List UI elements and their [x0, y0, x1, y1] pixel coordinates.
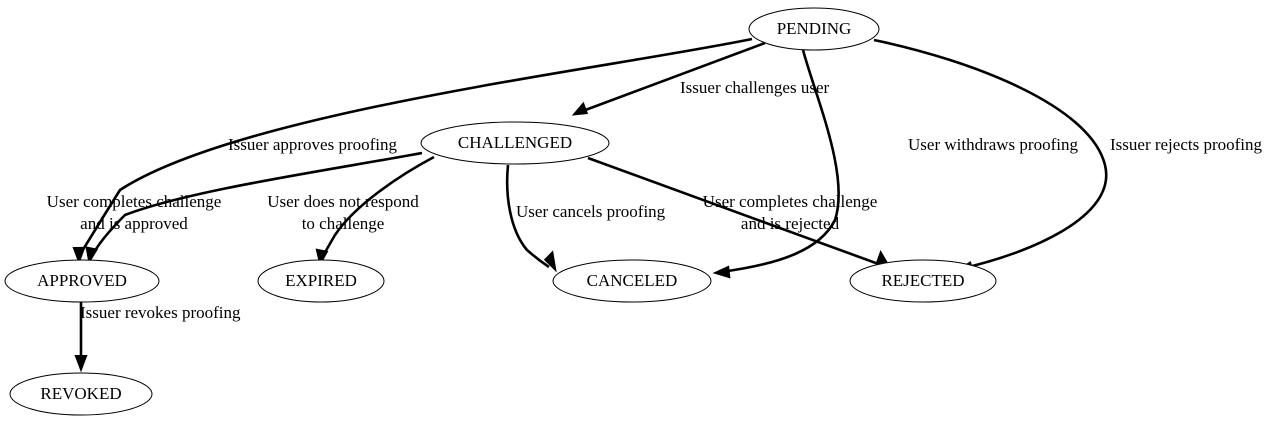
node-approved[interactable]: APPROVED: [4, 259, 160, 303]
edge-label-approved-revoked: Issuer revokes proofing: [80, 303, 241, 322]
edge-path-pending-approved: [77, 37, 753, 257]
node-shape-rejected: [849, 259, 997, 303]
node-challenged[interactable]: CHALLENGED: [420, 121, 610, 165]
edge-label-challenged-approved: User completes challenge and is approved: [47, 192, 222, 233]
edge-pending-challenged: [571, 41, 766, 116]
edge-label-pending-canceled: User withdraws proofing: [908, 135, 1078, 154]
edge-pending-rejected: [873, 38, 1108, 274]
arrowhead-challenged-expired: [315, 248, 329, 267]
node-shape-pending: [748, 7, 880, 51]
node-label-pending: PENDING: [777, 19, 852, 38]
edge-label-pending-rejected: Issuer rejects proofing: [1110, 135, 1263, 154]
arrowhead-pending-challenged: [571, 101, 589, 116]
node-shape-revoked: [9, 372, 153, 416]
edge-approved-revoked: [74, 302, 88, 373]
arrowhead-challenged-canceled: [543, 250, 557, 273]
node-canceled[interactable]: CANCELED: [552, 259, 712, 303]
edge-path-challenged-canceled: [505, 164, 550, 269]
arrowhead-pending-canceled: [712, 265, 731, 279]
edge-label-pending-approved: Issuer approves proofing: [228, 135, 398, 154]
arrowhead-pending-approved: [72, 246, 86, 265]
node-shape-approved: [4, 259, 160, 303]
edge-label-pending-challenged: Issuer challenges user: [680, 78, 830, 97]
node-shape-canceled: [552, 259, 712, 303]
node-rejected[interactable]: REJECTED: [849, 259, 997, 303]
edge-pending-canceled: [712, 49, 840, 279]
edge-label-line: and is approved: [80, 214, 188, 233]
node-label-rejected: REJECTED: [881, 271, 964, 290]
node-pending[interactable]: PENDING: [748, 7, 880, 51]
edge-label-line: Issuer revokes proofing: [80, 303, 241, 322]
edge-pending-approved: [72, 37, 753, 265]
edge-label-line: and is rejected: [741, 214, 840, 233]
arrowhead-approved-revoked: [74, 355, 88, 373]
edge-label-line: User withdraws proofing: [908, 135, 1078, 154]
edge-path-challenged-rejected: [587, 156, 885, 268]
node-label-canceled: CANCELED: [587, 271, 678, 290]
edge-label-line: Issuer rejects proofing: [1110, 135, 1263, 154]
edge-challenged-expired: [315, 155, 435, 267]
edge-path-challenged-approved: [90, 151, 423, 257]
nodes-layer: PENDING CHALLENGED APPROVED EXPIRED CANCELED…: [4, 7, 997, 416]
edge-path-pending-canceled: [720, 49, 840, 274]
node-label-expired: EXPIRED: [285, 271, 357, 290]
node-shape-challenged: [420, 121, 610, 165]
edge-label-line: User completes challenge: [703, 192, 878, 211]
node-expired[interactable]: EXPIRED: [257, 259, 385, 303]
node-label-approved: APPROVED: [37, 271, 127, 290]
edge-label-challenged-expired: User does not respond to challenge: [267, 192, 419, 233]
edge-challenged-approved: [85, 151, 423, 265]
edge-label-challenged-canceled: User cancels proofing: [516, 202, 666, 221]
edge-labels-layer: Issuer approves proofing Issuer challenge…: [47, 78, 1263, 322]
edge-path-pending-rejected: [873, 38, 1108, 270]
node-label-revoked: REVOKED: [40, 384, 121, 403]
edge-label-challenged-rejected: User completes challenge and is rejected: [703, 192, 878, 233]
node-shape-expired: [257, 259, 385, 303]
node-label-challenged: CHALLENGED: [458, 133, 572, 152]
arrowhead-challenged-approved: [85, 246, 99, 265]
edge-label-line: to challenge: [302, 214, 385, 233]
edge-label-line: User does not respond: [267, 192, 419, 211]
edge-challenged-canceled: [505, 164, 557, 273]
edge-label-line: Issuer approves proofing: [228, 135, 398, 154]
edge-label-line: User cancels proofing: [516, 202, 666, 221]
edge-path-pending-challenged: [579, 41, 766, 114]
edge-label-line: User completes challenge: [47, 192, 222, 211]
node-revoked[interactable]: REVOKED: [9, 372, 153, 416]
edge-label-line: Issuer challenges user: [680, 78, 830, 97]
